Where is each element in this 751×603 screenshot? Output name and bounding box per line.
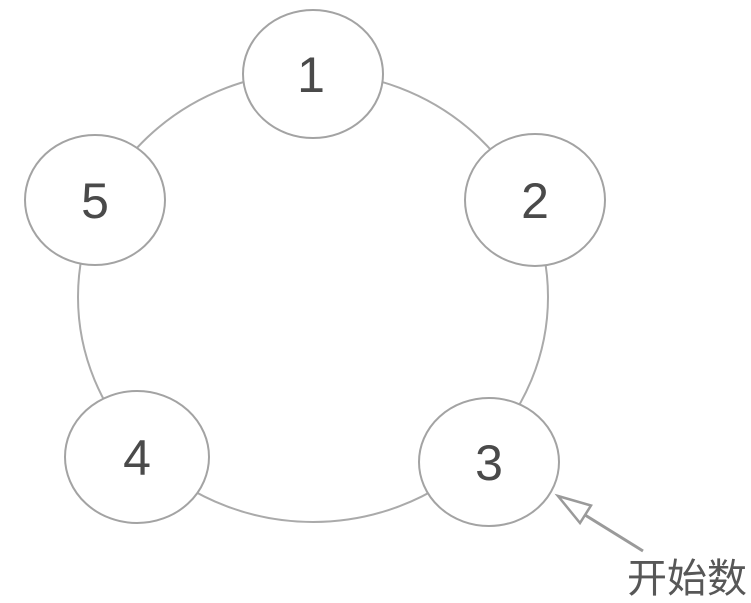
start-arrow (554, 493, 644, 553)
node-4-circle (64, 390, 210, 524)
node-4: 4 (64, 390, 210, 524)
start-arrow-head-icon (554, 493, 593, 526)
node-2-circle (464, 133, 606, 267)
node-3-circle (418, 397, 560, 527)
node-4-label: 4 (123, 430, 151, 486)
start-arrow-shaft (584, 513, 644, 553)
node-2-label: 2 (521, 173, 549, 229)
node-3-label: 3 (475, 435, 503, 491)
annotation-label: 开始数 (627, 557, 747, 601)
node-5-label: 5 (81, 173, 109, 229)
node-5: 5 (24, 134, 166, 266)
node-1: 1 (242, 9, 384, 139)
node-5-circle (24, 134, 166, 266)
node-1-circle (242, 9, 384, 139)
node-2: 2 (464, 133, 606, 267)
node-1-label: 1 (297, 47, 325, 103)
node-3: 3 (418, 397, 560, 527)
